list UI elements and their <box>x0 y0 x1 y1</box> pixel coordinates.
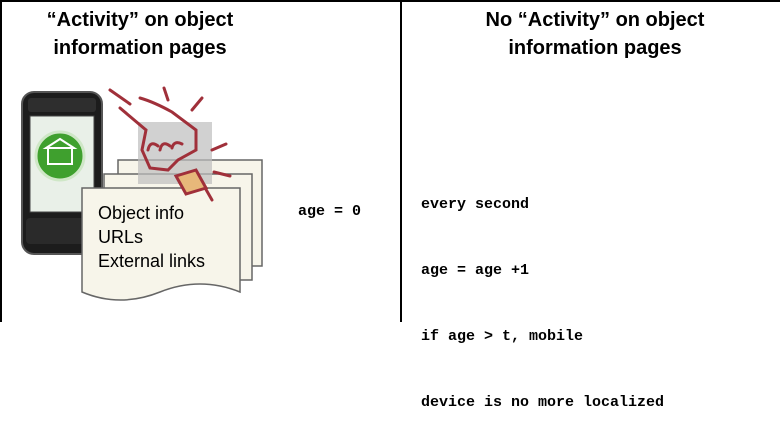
code-line-2: age = age +1 <box>421 262 530 279</box>
left-heading-line2: information pages <box>53 37 227 59</box>
left-heading-line1: “Activity” on object <box>46 9 234 31</box>
right-heading: No “Activity” on object information page… <box>415 6 775 62</box>
museum-app-icon <box>34 130 86 182</box>
left-heading: “Activity” on object information pages <box>20 6 260 62</box>
age-zero-label: age = 0 <box>298 203 362 220</box>
pointing-hand-icon <box>108 86 232 202</box>
right-heading-line2: information pages <box>508 37 682 59</box>
code-line-1: every second <box>421 196 530 213</box>
page-line-external-links: External links <box>98 251 206 271</box>
left-panel <box>0 0 400 322</box>
code-line-4: device is no more localized <box>421 394 665 411</box>
page-line-object-info: Object info <box>98 203 185 223</box>
highlight-box <box>138 122 212 184</box>
code-line-3: if age > t, mobile <box>421 328 584 345</box>
right-panel <box>400 0 780 322</box>
age-update-code: every second age = age +1 if age > t, mo… <box>421 150 664 436</box>
page-line-urls: URLs <box>98 227 144 247</box>
pages-stack <box>81 159 263 301</box>
illustration <box>21 86 263 301</box>
right-heading-line1: No “Activity” on object <box>485 9 705 31</box>
